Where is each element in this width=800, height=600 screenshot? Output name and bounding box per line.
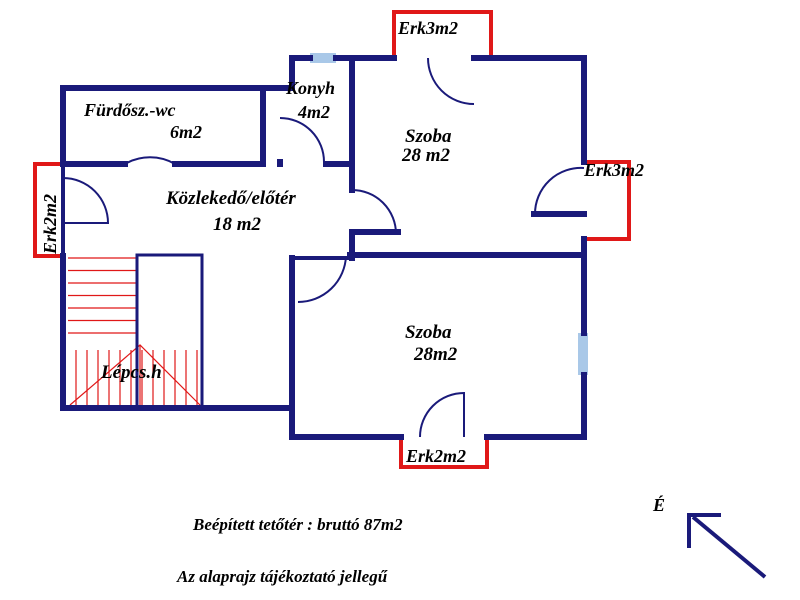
balcony-bottom-outline: [399, 437, 489, 469]
balconies: [33, 10, 631, 469]
kitchen-area: 4m2: [297, 102, 330, 122]
caption-area: Beépített tetőtér : bruttó 87m2: [192, 515, 403, 534]
room-bottom-name: Szoba: [405, 322, 452, 343]
balcony-top-label: Erk3m2: [397, 18, 458, 38]
window-kitchen: [310, 53, 336, 63]
hallway-area: 18 m2: [213, 214, 262, 235]
hallway-name: Közlekedő/előtér: [165, 188, 296, 209]
room-top-name: Szoba: [405, 126, 452, 147]
balcony-left-outline: [33, 162, 63, 258]
caption-disclaimer: Az alaprajz tájékoztató jellegű: [176, 567, 388, 586]
bathroom-name: Fürdősz.-wc: [83, 100, 176, 120]
balcony-right-label: Erk3m2: [583, 160, 644, 180]
walls: [60, 55, 587, 440]
balcony-right-outline: [584, 160, 631, 241]
kitchen-name: Konyh: [285, 78, 335, 98]
balcony-top-outline: [392, 10, 493, 58]
room-top-area: 28 m2: [401, 145, 451, 166]
balcony-left-label: Erk2m2: [40, 194, 60, 255]
stairs-name: Lépcs.h: [100, 362, 162, 383]
bathroom-area: 6m2: [170, 122, 202, 142]
staircase: [68, 253, 204, 409]
balcony-bottom-label: Erk2m2: [405, 446, 466, 466]
north-label: É: [652, 494, 665, 515]
north-arrow-icon: [687, 513, 767, 579]
window-room-bottom: [578, 333, 588, 375]
doors: [62, 57, 585, 438]
room-bottom-area: 28m2: [413, 344, 458, 365]
